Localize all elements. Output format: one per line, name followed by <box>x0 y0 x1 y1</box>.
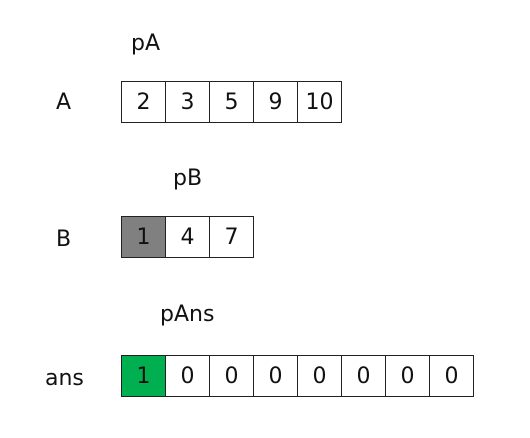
array-label-ans: ans <box>45 366 84 391</box>
array-label-A: A <box>56 90 72 115</box>
array-ans-cell: 0 <box>209 355 254 397</box>
array-ans-cell: 0 <box>165 355 210 397</box>
array-label-B: B <box>56 227 72 252</box>
array-ans-cell: 0 <box>297 355 342 397</box>
pointer-label-pA: pA <box>131 31 161 56</box>
array-B-cell: 7 <box>209 216 254 258</box>
pointer-label-pB: pB <box>173 166 203 191</box>
array-A-cell: 3 <box>165 81 210 123</box>
array-A-cell: 2 <box>121 81 166 123</box>
pointer-label-pAns: pAns <box>160 302 215 327</box>
array-B: 1 4 7 <box>121 216 254 258</box>
array-B-cell-highlighted: 1 <box>121 216 166 258</box>
array-ans-cell-highlighted: 1 <box>121 355 166 397</box>
array-ans-cell: 0 <box>385 355 430 397</box>
array-B-cell: 4 <box>165 216 210 258</box>
array-ans: 1 0 0 0 0 0 0 0 <box>121 355 474 397</box>
array-ans-cell: 0 <box>341 355 386 397</box>
array-A-cell: 10 <box>297 81 342 123</box>
array-A-cell: 9 <box>253 81 298 123</box>
array-ans-cell: 0 <box>253 355 298 397</box>
array-A-cell: 5 <box>209 81 254 123</box>
array-A: 2 3 5 9 10 <box>121 81 342 123</box>
array-ans-cell: 0 <box>429 355 474 397</box>
